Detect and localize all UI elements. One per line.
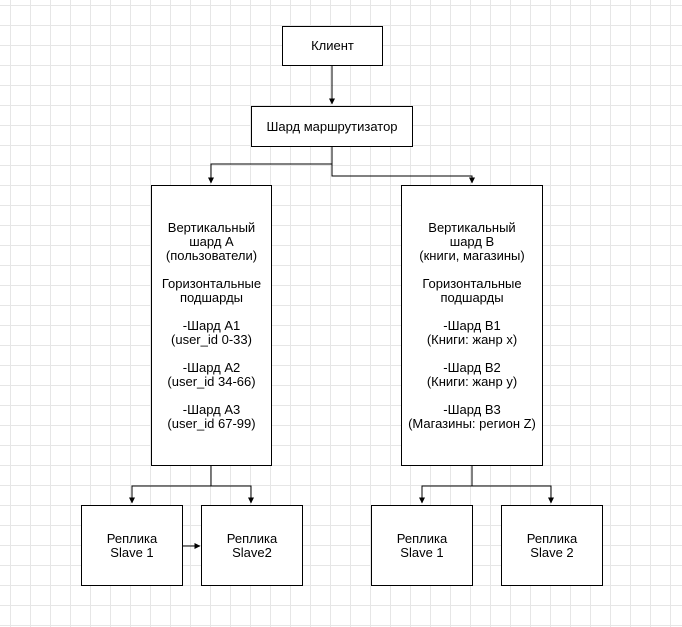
replica-b2-label: Реплика Slave 2	[526, 530, 578, 560]
replica-a1-node: Реплика Slave 1	[81, 505, 183, 586]
edge-router-shard-b	[331, 147, 475, 184]
shard-a-label: Вертикальный шард A (пользователи) Гориз…	[161, 219, 262, 431]
replica-b1-node: Реплика Slave 1	[371, 505, 473, 586]
client-node: Клиент	[282, 26, 383, 66]
replica-a1-label: Реплика Slave 1	[106, 530, 158, 560]
replica-b2-node: Реплика Slave 2	[501, 505, 603, 586]
edge-shard-a-replica-1	[129, 466, 212, 504]
replica-b1-label: Реплика Slave 1	[396, 530, 448, 560]
shard-b-label: Вертикальный шард B (книги, магазины) Го…	[408, 219, 536, 431]
router-label: Шард маршрутизатор	[266, 118, 398, 134]
shard-b-node: Вертикальный шард B (книги, магазины) Го…	[401, 185, 543, 466]
replica-a2-node: Реплика Slave2	[201, 505, 303, 586]
edge-shard-b-replica-2	[471, 466, 554, 504]
router-node: Шард маршрутизатор	[251, 106, 413, 147]
shard-a-node: Вертикальный шард A (пользователи) Гориз…	[151, 185, 272, 466]
edge-router-shard-a	[208, 147, 333, 184]
client-label: Клиент	[311, 38, 354, 53]
edge-shard-b-replica-1	[419, 466, 473, 504]
replica-a2-label: Реплика Slave2	[226, 530, 278, 560]
edge-shard-a-replica-2	[210, 466, 254, 504]
